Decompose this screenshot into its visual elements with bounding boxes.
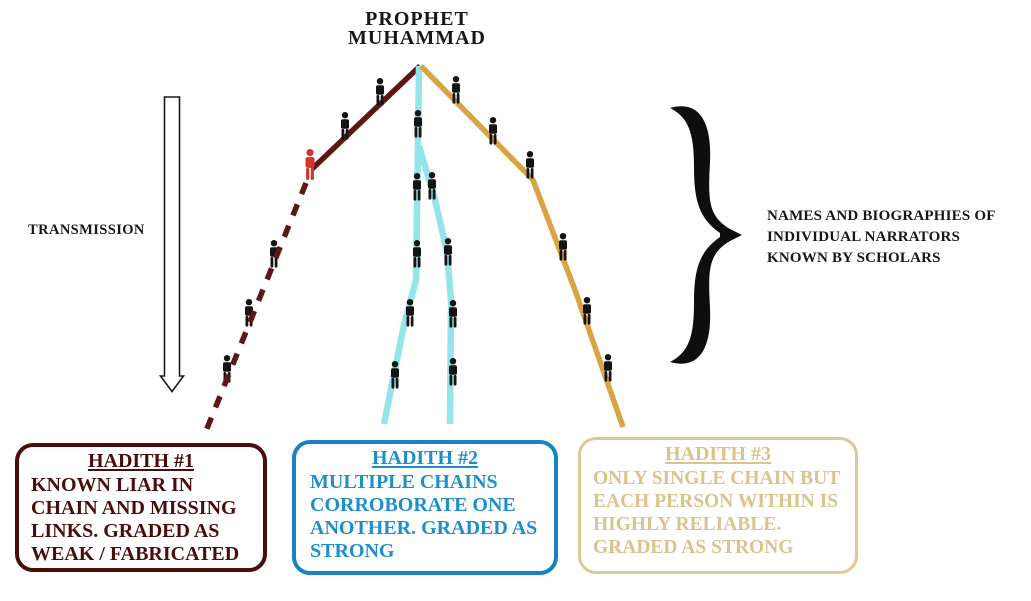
narrator-icon — [391, 361, 399, 389]
text-line: CORROBORATE ONE — [310, 494, 516, 516]
narrator-icon — [406, 299, 414, 327]
narrator-icon — [413, 240, 421, 268]
chain-line — [419, 64, 626, 428]
text-line: STRONG — [310, 540, 395, 562]
narrators-note: NAMES AND BIOGRAPHIES OF INDIVIDUAL NARRA… — [767, 206, 1027, 269]
title-line-2: MUHAMMAD — [348, 27, 486, 49]
page-title: PROPHET MUHAMMAD — [317, 8, 517, 49]
narrator-icon — [604, 354, 612, 382]
transmission-label: TRANSMISSION — [28, 222, 145, 238]
hadith-3-chain — [419, 64, 626, 428]
text-line: HIGHLY RELIABLE. — [593, 514, 782, 535]
chain-line — [380, 142, 422, 425]
hadith-3-title: HADITH #3 — [664, 443, 772, 465]
narrator-icon — [270, 240, 278, 268]
text-line: NAMES AND BIOGRAPHIES OF — [767, 208, 996, 224]
text-line: ANOTHER. GRADED AS — [310, 517, 538, 539]
narrator-icon — [341, 112, 349, 140]
hadith-2-title: HADITH #2 — [371, 447, 479, 469]
text-line: KNOWN BY SCHOLARS — [767, 250, 941, 266]
narrator-icon — [414, 110, 422, 138]
text-line: LINKS. GRADED AS — [31, 520, 220, 542]
transmission-arrow-icon — [158, 96, 186, 393]
narrator-icon — [376, 78, 384, 106]
chains-group — [203, 64, 626, 433]
narrator-icon — [449, 300, 457, 328]
text-line: INDIVIDUAL NARRATORS — [767, 229, 961, 245]
narrator-icon — [559, 233, 567, 261]
narrator-icon — [223, 355, 231, 383]
text-line: WEAK / FABRICATED — [31, 543, 240, 565]
chain-line — [310, 64, 422, 171]
curly-brace-icon — [670, 106, 742, 364]
narrator-icon — [413, 173, 421, 201]
text-line: GRADED AS STRONG — [593, 537, 794, 558]
narrator-icon — [583, 297, 591, 325]
text-line: MULTIPLE CHAINS — [310, 471, 498, 493]
narrator-icon — [305, 149, 315, 180]
text-line: CHAIN AND MISSING — [31, 497, 237, 519]
hadith-2-chain — [380, 65, 457, 425]
narrator-icon — [428, 172, 436, 200]
hadith-1-title: HADITH #1 — [87, 450, 195, 472]
chain-line — [414, 65, 423, 144]
narrator-icon — [526, 151, 534, 179]
hadith-1-chain — [203, 64, 422, 433]
title-line-1: PROPHET — [365, 8, 469, 30]
narrator-icon — [489, 117, 497, 145]
text-line: EACH PERSON WITHIN IS — [593, 491, 839, 512]
narrator-icon — [444, 238, 452, 266]
text-line: KNOWN LIAR IN — [31, 474, 194, 496]
chain-line — [203, 181, 309, 433]
narrator-icon — [452, 76, 460, 104]
narrator-icon — [449, 358, 457, 386]
text-line: ONLY SINGLE CHAIN BUT — [593, 468, 841, 489]
